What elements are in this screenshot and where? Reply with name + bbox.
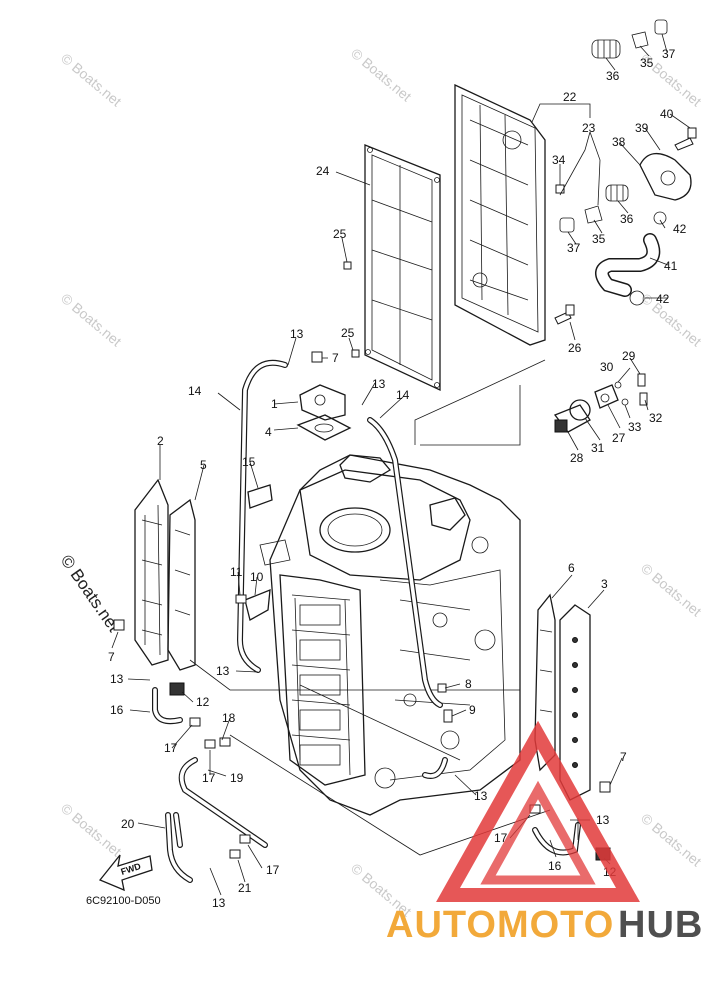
- callout-35: 35: [592, 232, 606, 246]
- callout-16: 16: [548, 859, 562, 873]
- reference-lines: [189, 359, 551, 856]
- callout-17: 17: [164, 741, 178, 755]
- callout-13: 13: [216, 664, 230, 678]
- callout-24: 24: [316, 164, 330, 178]
- part-6-cover-gasket: [534, 593, 556, 772]
- callout-16: 16: [110, 703, 124, 717]
- callout-5: 5: [200, 458, 207, 472]
- logo-text-hub: HUB: [618, 904, 703, 946]
- fwd-arrow: FWD: [98, 854, 153, 892]
- callout-28: 28: [570, 451, 584, 465]
- callout-31: 31: [591, 441, 605, 455]
- callout-39: 39: [635, 121, 649, 135]
- callout-7: 7: [332, 351, 339, 365]
- callout-38: 38: [612, 135, 626, 149]
- watermark: © Boats.net: [58, 800, 125, 859]
- callout-21: 21: [238, 881, 252, 895]
- watermark: © Boats.net: [58, 290, 125, 349]
- callout-numbers: 1 2 3 4 5 6 7 7 7 8 9 10 11 12 12 13 13 …: [108, 47, 687, 910]
- callout-10: 10: [250, 570, 264, 584]
- part-1-housing: [299, 384, 346, 421]
- callout-37: 37: [662, 47, 676, 61]
- callout-25: 25: [341, 326, 355, 340]
- hose-14-left: [236, 359, 288, 673]
- hose-19: [178, 757, 268, 848]
- callout-13: 13: [474, 789, 488, 803]
- hose-41: [595, 233, 661, 297]
- callout-6: 6: [568, 561, 575, 575]
- callout-33: 33: [628, 420, 642, 434]
- callout-3: 3: [601, 577, 608, 591]
- callout-13: 13: [110, 672, 124, 686]
- callout-17: 17: [202, 771, 216, 785]
- callout-1: 1: [271, 397, 278, 411]
- callout-25: 25: [333, 227, 347, 241]
- callout-20: 20: [121, 817, 135, 831]
- watermark: © Boats.net: [58, 50, 125, 109]
- callout-15: 15: [242, 455, 256, 469]
- cylinder-block: [259, 454, 521, 816]
- callout-35: 35: [640, 56, 654, 70]
- callout-7: 7: [108, 650, 115, 664]
- hose-14-right: [367, 417, 448, 779]
- callout-13: 13: [596, 813, 610, 827]
- part-5-exhaust-gasket: [167, 498, 196, 671]
- callout-2: 2: [157, 434, 164, 448]
- callout-22: 22: [563, 90, 577, 104]
- diagram-code: 6C92100-D050: [86, 895, 161, 907]
- callout-4: 4: [265, 425, 272, 439]
- part-22-cover: [454, 83, 546, 346]
- callout-18: 18: [222, 711, 236, 725]
- callout-12: 12: [196, 695, 210, 709]
- callout-17: 17: [266, 863, 280, 877]
- watermark: © Boats.net: [348, 45, 415, 104]
- callout-26: 26: [568, 341, 582, 355]
- callout-13: 13: [372, 377, 386, 391]
- callout-19: 19: [230, 771, 244, 785]
- callout-36: 36: [620, 212, 634, 226]
- callout-36: 36: [606, 69, 620, 83]
- callout-30: 30: [600, 360, 614, 374]
- watermark: © Boats.net: [638, 810, 705, 869]
- callout-40: 40: [660, 107, 674, 121]
- callout-34: 34: [552, 153, 566, 167]
- watermark: © Boats.net: [638, 290, 705, 349]
- callout-29: 29: [622, 349, 636, 363]
- logo-triangle: [436, 720, 640, 902]
- callout-11: 11: [230, 565, 243, 579]
- callout-42: 42: [673, 222, 687, 236]
- part-4-gasket: [296, 414, 352, 441]
- callout-27: 27: [612, 431, 626, 445]
- logo-text-automoto: AUTOMOTO: [386, 904, 614, 946]
- callout-32: 32: [649, 411, 663, 425]
- callout-41: 41: [664, 259, 678, 273]
- hose-16-left: [152, 687, 183, 725]
- callout-13: 13: [212, 896, 226, 910]
- watermark: © Boats.net: [638, 560, 705, 619]
- callout-42: 42: [656, 292, 670, 306]
- hose-20: [165, 812, 193, 883]
- callout-14: 14: [396, 388, 410, 402]
- callout-37: 37: [567, 241, 581, 255]
- part-24-gasket: [364, 144, 441, 392]
- callout-8: 8: [465, 677, 472, 691]
- automotohub-logo: AUTOMOTO HUB: [386, 720, 703, 946]
- callout-23: 23: [582, 121, 596, 135]
- callout-14: 14: [188, 384, 202, 398]
- part-2-exhaust-cover: [134, 478, 169, 666]
- callout-13: 13: [290, 327, 304, 341]
- callout-7: 7: [620, 750, 627, 764]
- callout-9: 9: [469, 703, 476, 717]
